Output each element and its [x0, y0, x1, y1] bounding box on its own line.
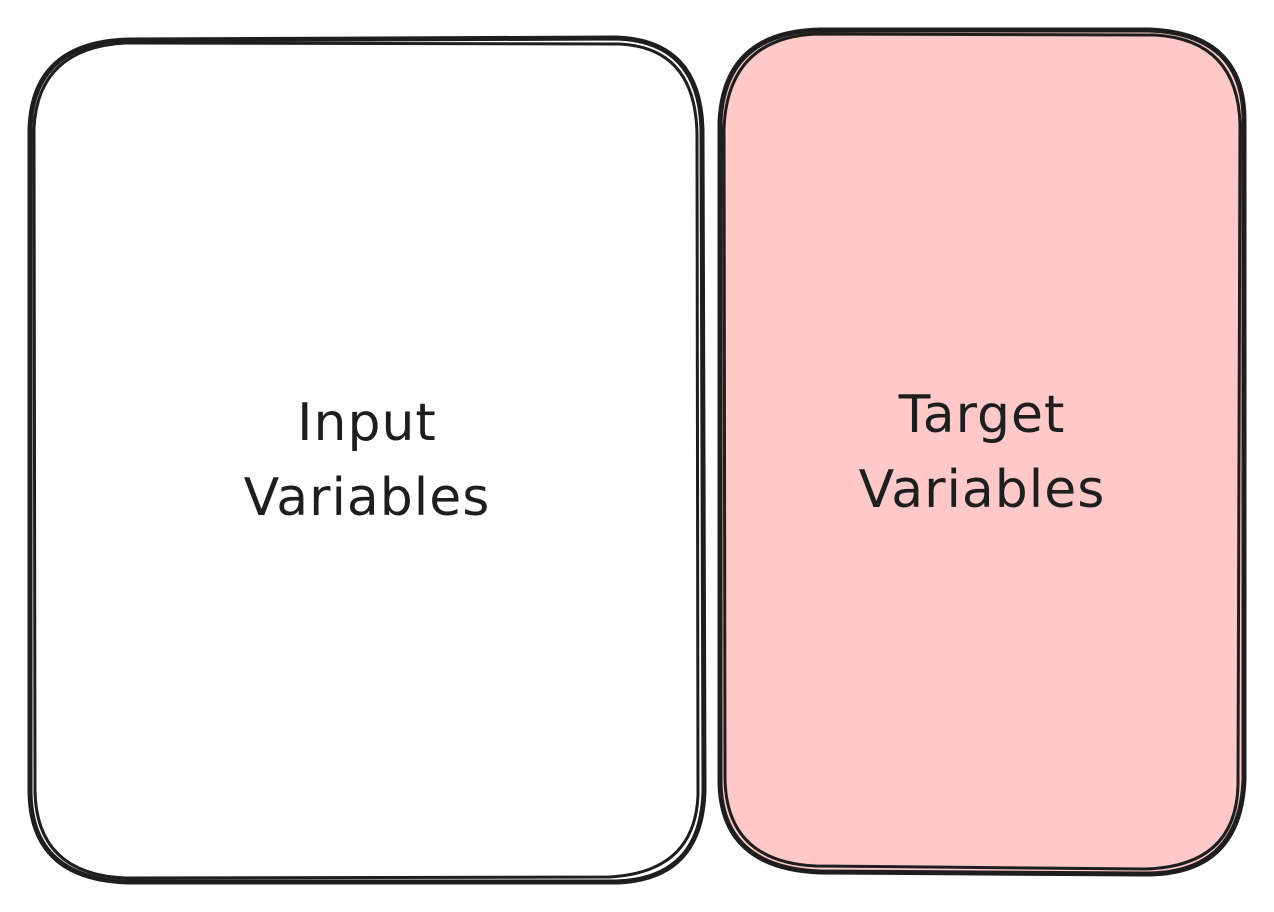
- input-label-line1: Input: [297, 393, 437, 453]
- input-box-outline: [27, 35, 707, 885]
- target-box-outline: [717, 27, 1247, 877]
- target-box-outline-sketch: [722, 32, 1242, 871]
- target-box-fill: [720, 30, 1244, 874]
- target-label-line2: Variables: [859, 460, 1106, 520]
- input-box-fill: [30, 38, 704, 882]
- target-label-line1: Target: [898, 385, 1066, 445]
- input-box-outline-sketch: [32, 41, 700, 880]
- input-variables-box[interactable]: Input Variables: [27, 35, 707, 885]
- target-variables-box[interactable]: Target Variables: [717, 27, 1247, 877]
- input-label-line2: Variables: [244, 468, 491, 528]
